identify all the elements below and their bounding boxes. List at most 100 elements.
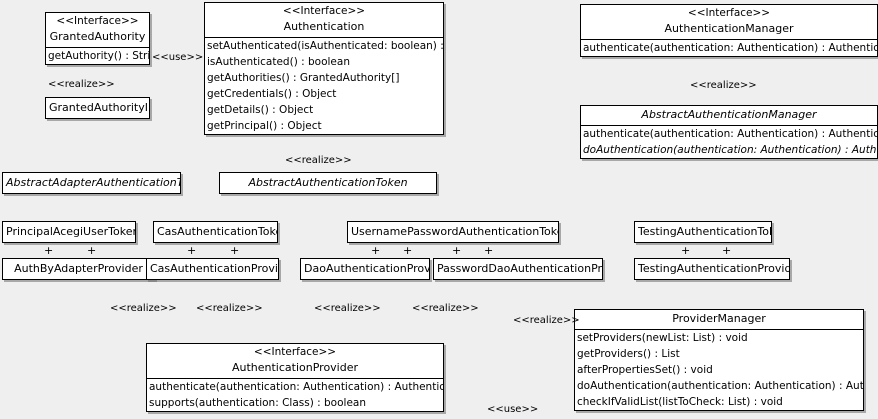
multiplicity-marker: + bbox=[371, 244, 381, 257]
class-header: <<Interface>> GrantedAuthority bbox=[46, 13, 149, 47]
member-list: authenticate(authentication: Authenticat… bbox=[581, 126, 877, 158]
class-header: PrincipalAcegiUserToken bbox=[3, 222, 135, 242]
member-item: authenticate(authentication: Authenticat… bbox=[149, 381, 444, 393]
divider bbox=[575, 329, 863, 330]
class-header: ProviderManager bbox=[575, 310, 863, 329]
class-testing-authentication-token[interactable]: TestingAuthenticationToken bbox=[634, 221, 772, 243]
edge-label-realize-abstract-auth-token: <<realize>> bbox=[285, 155, 352, 166]
class-name: AbstractAuthenticationManager bbox=[641, 108, 817, 121]
edge-label-realize-abstract-auth-manager: <<realize>> bbox=[690, 80, 757, 91]
class-header: UsernamePasswordAuthenticationToken bbox=[348, 222, 558, 242]
class-cas-authentication-token[interactable]: CasAuthenticationToken bbox=[153, 221, 278, 243]
class-testing-authentication-provider[interactable]: TestingAuthenticationProvider bbox=[634, 258, 790, 280]
class-abstract-adapter-authentication-token[interactable]: AbstractAdapterAuthenticationToken bbox=[2, 172, 181, 194]
member-item: afterPropertiesSet() : void bbox=[577, 364, 713, 376]
member-item: setAuthenticated(isAuthenticated: boolea… bbox=[207, 40, 444, 52]
member-item: getProviders() : List bbox=[577, 348, 680, 360]
edge-label-realize-password-dao-provider: <<realize>> bbox=[412, 303, 479, 314]
class-name: TestingAuthenticationProvider bbox=[638, 262, 789, 275]
class-name: AuthByAdapterProvider bbox=[14, 262, 143, 275]
member-item: supports(authentication: Class) : boolea… bbox=[149, 397, 366, 409]
edge-label-realize-dao-provider: <<realize>> bbox=[314, 303, 381, 314]
class-header: DaoAuthenticationProvider bbox=[301, 259, 429, 279]
class-header: GrantedAuthorityImpl bbox=[46, 98, 149, 118]
member-list: authenticate(authentication: Authenticat… bbox=[581, 40, 877, 56]
class-name: GrantedAuthorityImpl bbox=[49, 101, 149, 114]
stereotype-label: <<Interface>> bbox=[687, 7, 771, 19]
class-name: CasAuthenticationProvider bbox=[150, 262, 278, 275]
class-name: AbstractAuthenticationToken bbox=[248, 176, 408, 189]
member-item: setProviders(newList: List) : void bbox=[577, 332, 748, 344]
member-list: setProviders(newList: List) : void getPr… bbox=[575, 330, 863, 410]
member-item: doAuthentication(authentication: Authent… bbox=[583, 144, 877, 156]
multiplicity-marker: + bbox=[452, 244, 462, 257]
class-auth-by-adapter-provider[interactable]: AuthByAdapterProvider bbox=[2, 258, 155, 280]
class-cas-authentication-provider[interactable]: CasAuthenticationProvider bbox=[146, 258, 279, 280]
class-name: Authentication bbox=[283, 20, 365, 33]
member-item: isAuthenticated() : boolean bbox=[207, 56, 350, 68]
member-item: getCredentials() : Object bbox=[207, 88, 337, 100]
class-abstract-authentication-token[interactable]: AbstractAuthenticationToken bbox=[219, 172, 437, 194]
class-name: TestingAuthenticationToken bbox=[638, 225, 771, 238]
class-header: <<Interface>> AuthenticationProvider bbox=[147, 344, 443, 378]
class-authentication-provider[interactable]: <<Interface>> AuthenticationProvider aut… bbox=[146, 343, 444, 412]
member-item: getPrincipal() : Object bbox=[207, 120, 322, 132]
edge-label-use-authentication-granted-authority: <<use>> bbox=[152, 52, 204, 63]
divider bbox=[205, 37, 443, 38]
divider bbox=[46, 47, 149, 48]
edge-label-realize-provider-manager: <<realize>> bbox=[513, 315, 580, 326]
multiplicity-marker: + bbox=[44, 244, 54, 257]
class-header: TestingAuthenticationToken bbox=[635, 222, 771, 242]
class-name: ProviderManager bbox=[672, 312, 766, 325]
class-granted-authority[interactable]: <<Interface>> GrantedAuthority getAuthor… bbox=[45, 12, 150, 65]
member-item: doAuthentication(authentication: Authent… bbox=[577, 380, 864, 392]
class-name: PasswordDaoAuthenticationProvider bbox=[437, 262, 602, 275]
class-name: AuthenticationProvider bbox=[231, 361, 359, 374]
class-header: TestingAuthenticationProvider bbox=[635, 259, 789, 279]
multiplicity-marker: + bbox=[187, 244, 197, 257]
class-name: UsernamePasswordAuthenticationToken bbox=[351, 225, 558, 238]
member-list: authenticate(authentication: Authenticat… bbox=[147, 379, 443, 411]
class-password-dao-authentication-provider[interactable]: PasswordDaoAuthenticationProvider bbox=[433, 258, 603, 280]
member-list: getAuthority() : String bbox=[46, 48, 149, 64]
divider bbox=[581, 39, 877, 40]
class-name: CasAuthenticationToken bbox=[157, 225, 277, 238]
member-item: checkIfValidList(listToCheck: List) : vo… bbox=[577, 396, 783, 408]
class-username-password-authentication-token[interactable]: UsernamePasswordAuthenticationToken bbox=[347, 221, 559, 243]
multiplicity-marker: + bbox=[87, 244, 97, 257]
class-header: AbstractAuthenticationManager bbox=[581, 106, 877, 125]
multiplicity-marker: + bbox=[484, 244, 494, 257]
class-abstract-authentication-manager[interactable]: AbstractAuthenticationManager authentica… bbox=[580, 105, 878, 159]
multiplicity-marker: + bbox=[681, 244, 691, 257]
class-name: DaoAuthenticationProvider bbox=[304, 262, 429, 275]
member-item: authenticate(authentication: Authenticat… bbox=[583, 42, 878, 54]
multiplicity-marker: + bbox=[230, 244, 240, 257]
member-item: authenticate(authentication: Authenticat… bbox=[583, 128, 878, 140]
stereotype-label: <<Interface>> bbox=[282, 5, 366, 17]
class-header: CasAuthenticationProvider bbox=[147, 259, 278, 279]
class-header: AuthByAdapterProvider bbox=[3, 259, 154, 279]
member-item: getAuthorities() : GrantedAuthority[] bbox=[207, 72, 400, 84]
divider bbox=[147, 378, 443, 379]
class-principal-acegi-user-token[interactable]: PrincipalAcegiUserToken bbox=[2, 221, 136, 243]
class-header: AbstractAuthenticationToken bbox=[220, 173, 436, 193]
class-provider-manager[interactable]: ProviderManager setProviders(newList: Li… bbox=[574, 309, 864, 411]
class-granted-authority-impl[interactable]: GrantedAuthorityImpl bbox=[45, 97, 150, 119]
member-list: setAuthenticated(isAuthenticated: boolea… bbox=[205, 38, 443, 134]
multiplicity-marker: + bbox=[403, 244, 413, 257]
class-name: PrincipalAcegiUserToken bbox=[6, 225, 135, 238]
class-name: AuthenticationManager bbox=[664, 22, 794, 35]
class-name: GrantedAuthority bbox=[49, 30, 146, 43]
edge-label-realize-cas-provider: <<realize>> bbox=[196, 303, 263, 314]
class-authentication[interactable]: <<Interface>> Authentication setAuthenti… bbox=[204, 2, 444, 135]
class-header: <<Interface>> AuthenticationManager bbox=[581, 5, 877, 39]
class-dao-authentication-provider[interactable]: DaoAuthenticationProvider bbox=[300, 258, 430, 280]
stereotype-label: <<Interface>> bbox=[253, 346, 337, 358]
class-authentication-manager[interactable]: <<Interface>> AuthenticationManager auth… bbox=[580, 4, 878, 57]
class-header: <<Interface>> Authentication bbox=[205, 3, 443, 37]
member-item: getAuthority() : String bbox=[48, 50, 150, 62]
class-header: PasswordDaoAuthenticationProvider bbox=[434, 259, 602, 279]
edge-label-realize-granted-authority-impl: <<realize>> bbox=[48, 79, 115, 90]
member-item: getDetails() : Object bbox=[207, 104, 314, 116]
